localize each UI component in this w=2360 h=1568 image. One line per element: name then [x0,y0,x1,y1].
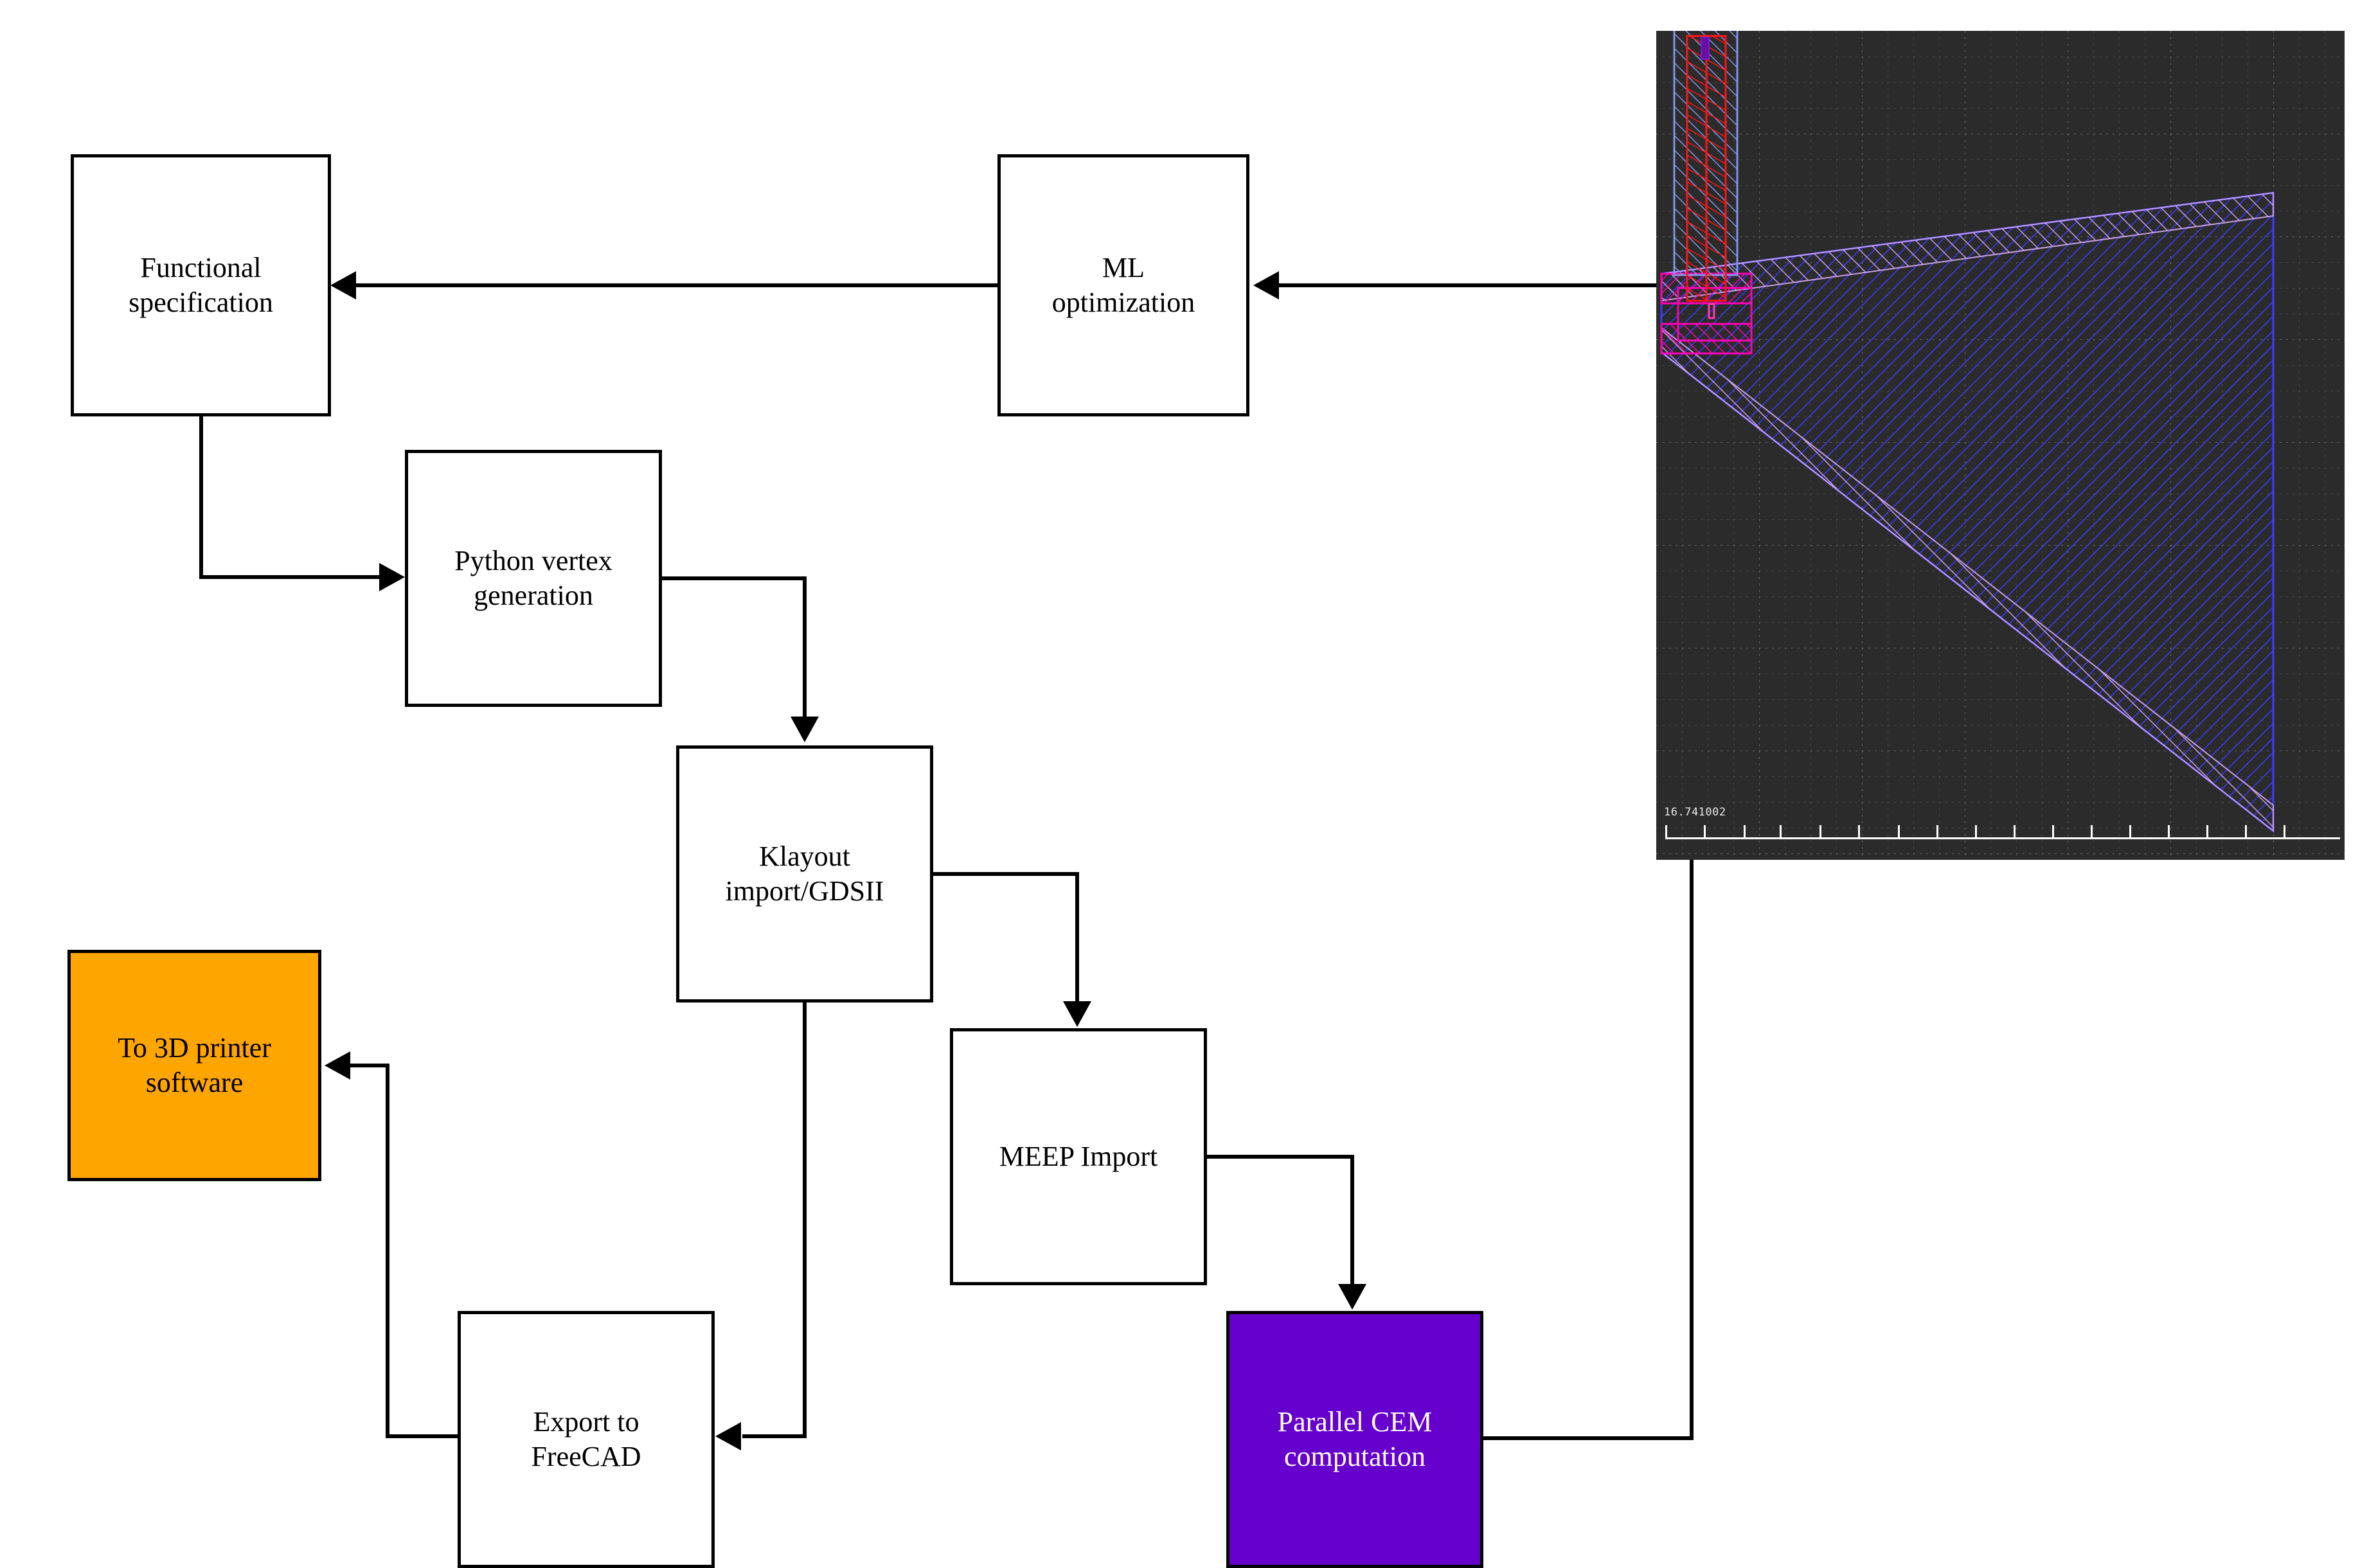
ruler-tick [2245,825,2247,839]
node-parallel-cem-computation[interactable]: Parallel CEM computation [1226,1311,1483,1568]
port-marker-lower [1660,323,1753,355]
arrowhead-to-ml-optimization [1253,271,1279,299]
arrowhead-to-functional-specification [330,271,356,299]
edge-klayout-to-freecad-v [803,999,807,1436]
node-ml-optimization[interactable]: ML optimization [997,154,1249,416]
ruler-tick [1744,825,1746,839]
ruler-tick [2052,825,2054,839]
ruler-tick [1780,825,1782,839]
process-flow-diagram: Functional specification ML optimization… [0,0,1694,1568]
ruler-tick [2284,825,2285,839]
node-label-line1: MEEP Import [999,1141,1158,1173]
edge-freecad-to-printer-h-top [350,1064,389,1067]
edge-freecad-to-printer-h-bottom [386,1434,460,1438]
edge-functional-to-python [199,575,379,579]
ruler-tick [2129,825,2131,839]
node-to-3d-printer-software[interactable]: To 3D printer software [67,950,321,1181]
arrowhead-to-3d-printer-software [325,1051,350,1080]
node-label-line2: specification [129,287,273,318]
edge-cem-to-ml-v [1690,283,1694,1440]
node-python-vertex-generation[interactable]: Python vertex generation [405,450,662,707]
ruler-tick [1936,825,1938,839]
ruler-baseline [1665,837,2340,839]
node-label-line2: FreeCAD [531,1441,641,1472]
ruler-tick [1898,825,1900,839]
edge-functional-down [199,413,203,579]
edge-cem-to-ml-h-top [1279,283,1694,287]
ruler-tick [2206,825,2208,839]
node-functional-specification[interactable]: Functional specification [71,154,331,416]
edge-freecad-to-printer-v [386,1064,389,1438]
node-label-line1: Klayout [759,841,850,873]
arrowhead-to-meep-import [1063,1001,1091,1027]
edge-cem-to-ml-h-bottom [1480,1436,1694,1440]
ruler-tick [1665,825,1667,839]
node-label-line2: generation [474,580,593,611]
ruler-tick [2091,825,2093,839]
ruler-tick [1704,825,1706,839]
node-label-line2: software [145,1067,244,1098]
klayout-layout-canvas[interactable]: 16.741002 [1656,31,2345,860]
node-label-line2: import/GDSII [725,875,884,907]
edge-python-to-klayout-v [803,576,807,718]
node-label-line1: Functional [140,252,262,284]
ruler-tick [1819,825,1821,839]
scale-ruler [1665,825,2340,839]
ruler-tick [2014,825,2016,839]
node-label-line1: Parallel CEM [1277,1406,1433,1438]
edge-python-to-klayout-h [659,576,807,580]
node-meep-import[interactable]: MEEP Import [950,1028,1207,1285]
node-label-line1: To 3D printer [118,1032,271,1064]
source-marker [1701,37,1710,60]
monitor-marker [1708,303,1715,319]
scale-label: 16.741002 [1664,806,1726,819]
ruler-tick [1975,825,1977,839]
node-klayout-import-gdsii[interactable]: Klayout import/GDSII [676,745,933,1002]
arrowhead-to-parallel-cem-computation [1338,1284,1366,1310]
edge-meep-to-cem-h [1204,1155,1354,1159]
arrowhead-to-python-vertex-generation [379,563,405,591]
node-label-line1: Export to [533,1406,639,1438]
taper-horn-shape [1660,31,2275,833]
edge-ml-to-functional [356,283,999,287]
edge-klayout-to-meep-v [1075,872,1079,1004]
node-export-to-freecad[interactable]: Export to FreeCAD [458,1311,715,1568]
node-label-line1: Python vertex [454,545,612,577]
node-label-line1: ML [1102,252,1145,284]
ruler-tick [1858,825,1860,839]
ruler-tick [2168,825,2170,839]
arrowhead-to-export-to-freecad [715,1422,741,1450]
edge-klayout-to-freecad-h [742,1434,807,1438]
edge-klayout-to-meep-h [930,872,1079,876]
arrowhead-to-klayout-import-gdsii [791,717,819,742]
edge-meep-to-cem-v [1350,1155,1354,1287]
node-label-line2: computation [1284,1441,1426,1472]
node-label-line2: optimization [1051,287,1195,318]
